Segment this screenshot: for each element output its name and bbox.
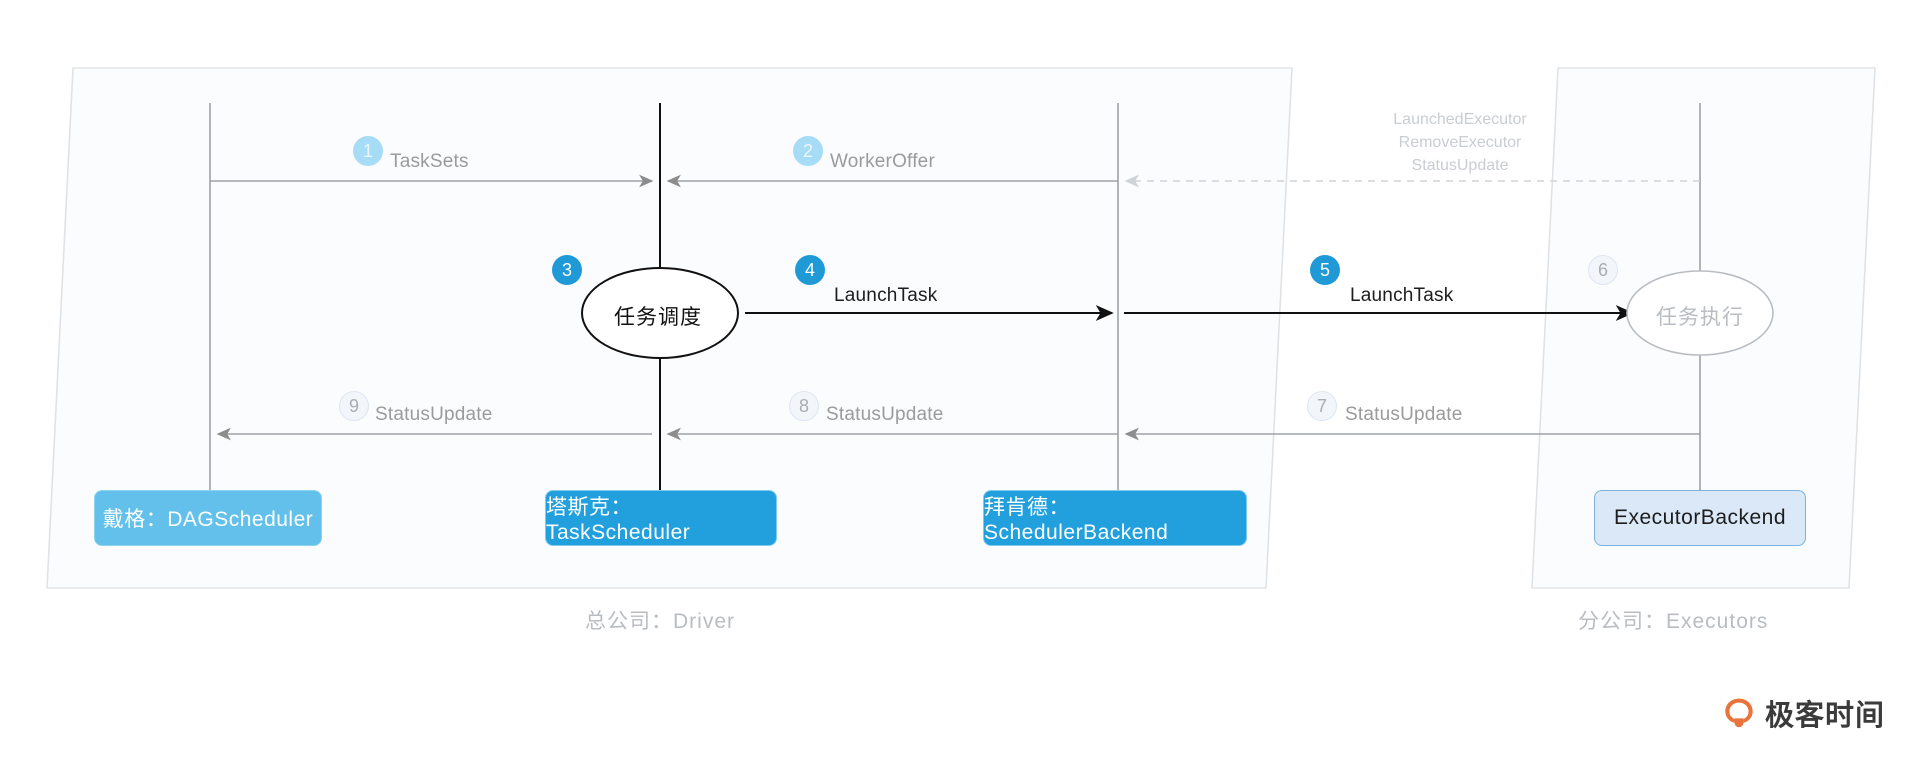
ellipse-task-scheduling [581, 267, 739, 359]
badge-8: 8 [789, 391, 819, 421]
node-taskscheduler-label: 塔斯克：TaskScheduler [546, 496, 691, 544]
badge-5: 5 [1310, 255, 1340, 285]
badge-4: 4 [795, 255, 825, 285]
label-launchtask-1: LaunchTask [834, 285, 938, 306]
label-workeroffer: WorkerOffer [830, 151, 935, 172]
label-statusupdate-9: StatusUpdate [375, 404, 493, 425]
dashed-note-line-3: StatusUpdate [1411, 157, 1509, 174]
label-statusupdate-7: StatusUpdate [1345, 404, 1463, 425]
label-statusupdate-8: StatusUpdate [826, 404, 944, 425]
ellipse-label-task-execution: 任务执行 [1656, 306, 1744, 329]
badge-2: 2 [793, 136, 823, 166]
node-schedulerbackend-label: 拜肯德：SchedulerBackend [984, 496, 1169, 544]
ellipse-label-task-scheduling: 任务调度 [614, 306, 702, 329]
node-dagscheduler[interactable]: 戴格：DAGScheduler [94, 490, 322, 546]
ellipse-task-execution [1626, 270, 1774, 356]
group-caption-driver: 总公司：Driver [585, 610, 735, 633]
label-tasksets: TaskSets [390, 151, 469, 172]
dashed-note-line-2: RemoveExecutor [1398, 134, 1522, 151]
dashed-note-line-1: LaunchedExecutor [1393, 111, 1527, 128]
node-taskscheduler[interactable]: 塔斯克：TaskScheduler [545, 490, 777, 546]
geektime-mark-icon [1725, 698, 1753, 728]
brand-logo: 极客时间 [1722, 692, 1885, 734]
brand-logo-text: 极客时间 [1765, 700, 1886, 732]
badge-3: 3 [552, 255, 582, 285]
badge-1: 1 [353, 136, 383, 166]
node-dagscheduler-label: 戴格：DAGScheduler [102, 508, 314, 531]
badge-7: 7 [1307, 391, 1337, 421]
badge-9: 9 [339, 391, 369, 421]
node-schedulerbackend[interactable]: 拜肯德：SchedulerBackend [983, 490, 1247, 546]
node-executorbackend-label: ExecutorBackend [1613, 506, 1787, 529]
dashed-note: LaunchedExecutor RemoveExecutor StatusUp… [1330, 108, 1590, 177]
badge-6: 6 [1588, 255, 1618, 285]
group-caption-executors: 分公司：Executors [1578, 610, 1769, 633]
label-launchtask-2: LaunchTask [1350, 285, 1454, 306]
node-executorbackend[interactable]: ExecutorBackend [1594, 490, 1806, 546]
